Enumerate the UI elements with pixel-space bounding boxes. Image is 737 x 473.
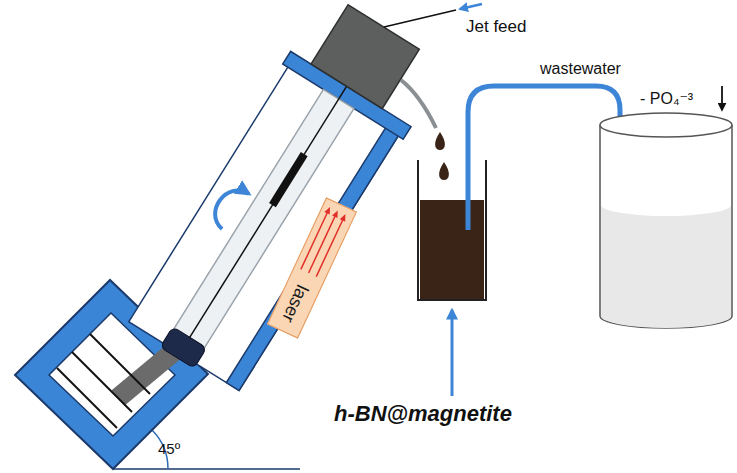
wastewater-liquid (601, 205, 731, 328)
feed-housing (311, 5, 419, 109)
drop (435, 132, 445, 150)
sample-rod (269, 152, 308, 207)
wastewater-label: wastewater (540, 60, 621, 78)
drop (439, 162, 449, 180)
container-rim (600, 113, 732, 137)
rotating-tube-assembly (121, 0, 448, 398)
rotation-arrow (207, 183, 248, 232)
housing-post (57, 368, 117, 428)
material-label: h-BN@magnetite (334, 402, 512, 426)
beam-tip (332, 209, 340, 218)
laser-beam (301, 211, 328, 270)
device-label: laser (278, 282, 314, 326)
decrease-arrow (721, 86, 723, 110)
feed-arrow (460, 4, 482, 9)
material-pointer (451, 310, 454, 396)
feed-wire (384, 10, 456, 27)
phosphate-label: - PO₄⁻³ (640, 90, 693, 108)
feed-label: Jet feed (466, 18, 527, 37)
container-body (600, 125, 732, 328)
base-line (113, 468, 300, 470)
beam-tip (340, 213, 348, 222)
end-cap (160, 327, 207, 369)
nozzle (401, 80, 436, 128)
housing-post (90, 334, 150, 394)
angle-label: 45º (158, 441, 180, 458)
hose (468, 86, 620, 230)
beaker (418, 160, 486, 300)
beam-tip (324, 206, 332, 215)
housing-post (72, 352, 132, 412)
motor-shaft (118, 348, 178, 398)
spindle-wire (177, 65, 360, 358)
suspension-liquid (420, 200, 484, 300)
